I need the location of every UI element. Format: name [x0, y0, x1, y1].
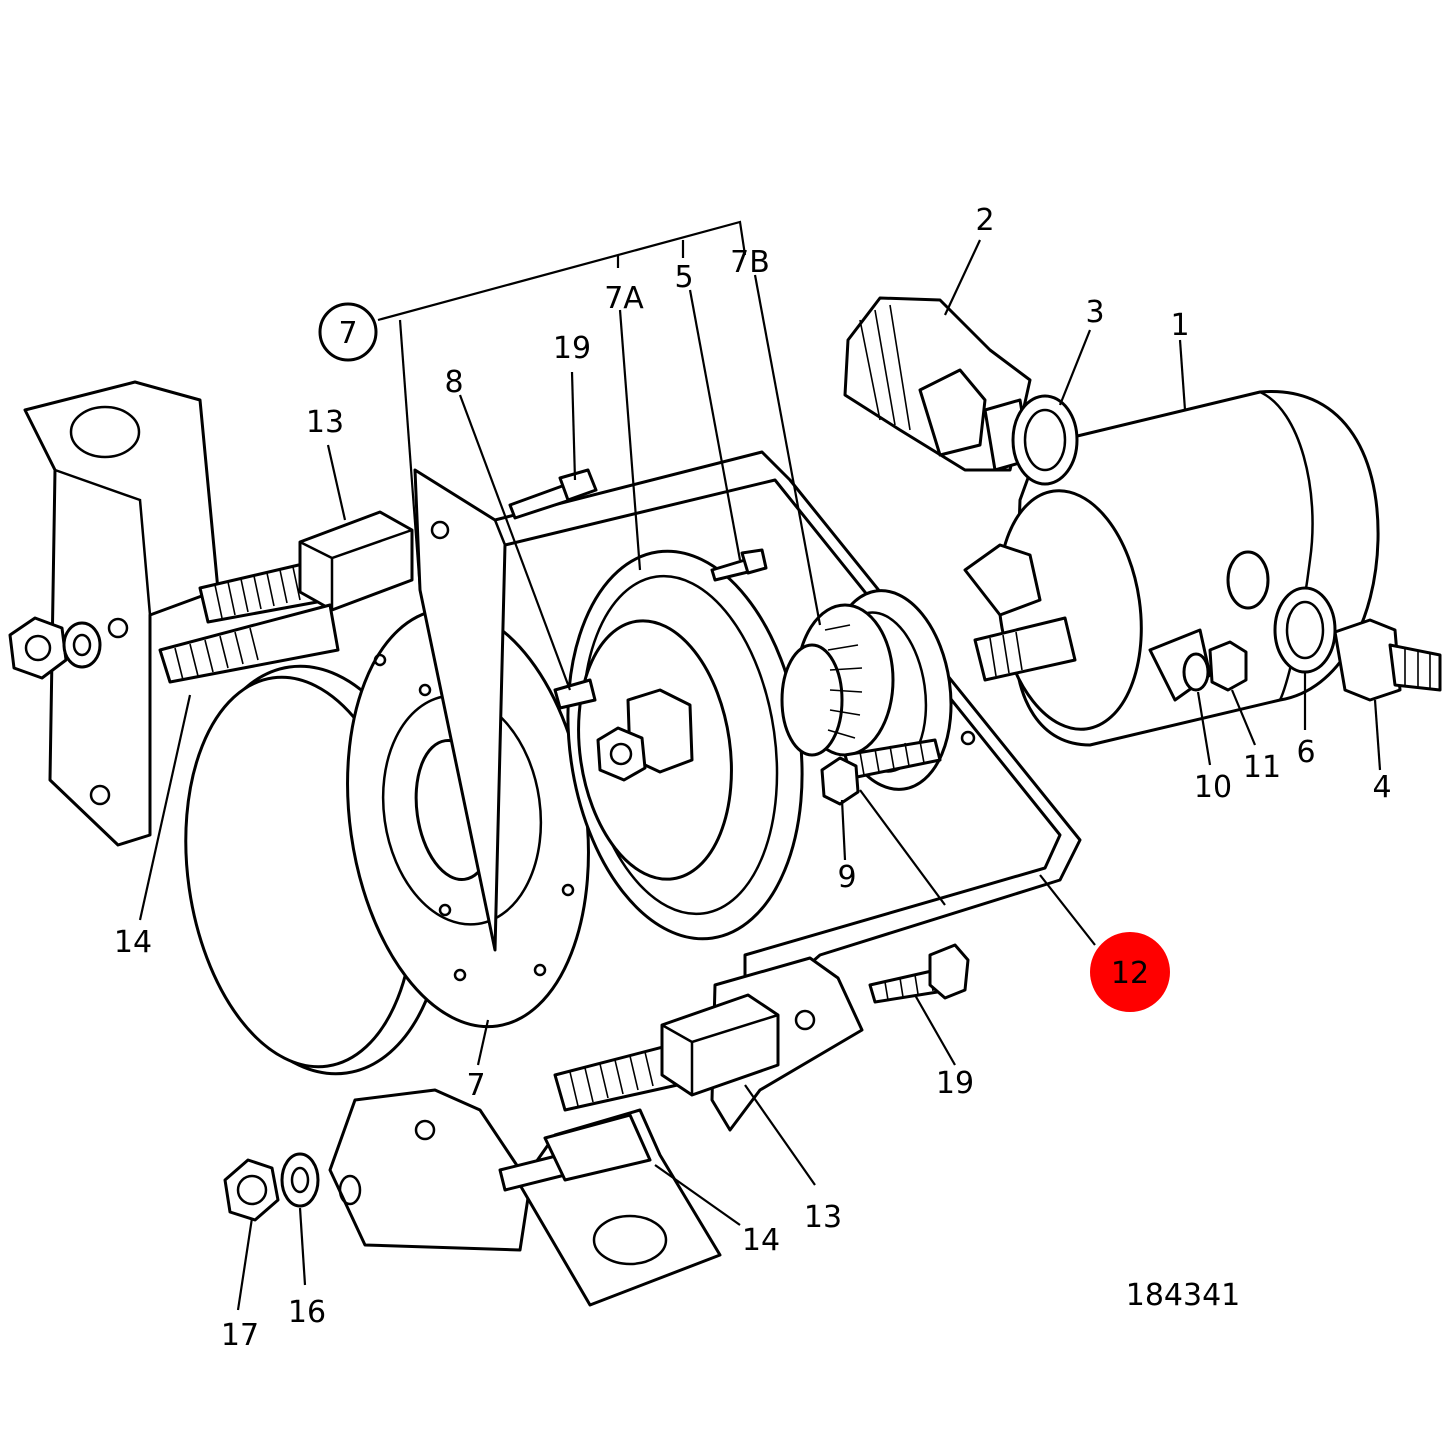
label-19-bottom: 19	[936, 1066, 974, 1101]
label-13-bottom: 13	[804, 1200, 842, 1235]
terminal-hardware	[1182, 586, 1442, 702]
bottom-bracket	[223, 1088, 722, 1307]
callout-circle-7	[318, 302, 378, 362]
label-10: 10	[1194, 770, 1232, 805]
label-9: 9	[837, 860, 856, 895]
lower-mount	[553, 943, 970, 1132]
label-4: 4	[1372, 770, 1391, 805]
label-13-top: 13	[306, 405, 344, 440]
label-8: 8	[444, 365, 463, 400]
label-6: 6	[1296, 735, 1315, 770]
label-14-left: 14	[114, 925, 152, 960]
left-studs	[8, 510, 414, 684]
label-11: 11	[1243, 750, 1281, 785]
label-7-circled: 7	[338, 316, 357, 351]
label-2: 2	[975, 203, 994, 238]
label-5: 5	[674, 260, 693, 295]
label-19-top: 19	[553, 331, 591, 366]
label-1: 1	[1170, 308, 1189, 343]
highlight-marker-12	[1090, 932, 1170, 1012]
label-12-highlight: 12	[1111, 956, 1149, 991]
drawing-number: 184341	[1126, 1278, 1241, 1313]
small-screws	[508, 468, 942, 806]
label-17: 17	[221, 1318, 259, 1353]
solenoid	[843, 296, 1079, 486]
callout-leaders	[138, 220, 1382, 1311]
label-16: 16	[288, 1295, 326, 1330]
label-7b: 7B	[730, 245, 770, 280]
drive-ring	[780, 589, 953, 791]
coupling-hub	[553, 549, 804, 941]
label-3: 3	[1085, 295, 1104, 330]
label-7a: 7A	[604, 281, 644, 316]
label-14-bottom: 14	[742, 1223, 780, 1258]
label-7-bottom: 7	[466, 1068, 485, 1103]
part-labels: 7 2 3 1 7B 5 7A 19 8 13 14 7 9 10 11 6 4…	[114, 203, 1392, 1353]
left-engine-bracket	[23, 380, 220, 847]
